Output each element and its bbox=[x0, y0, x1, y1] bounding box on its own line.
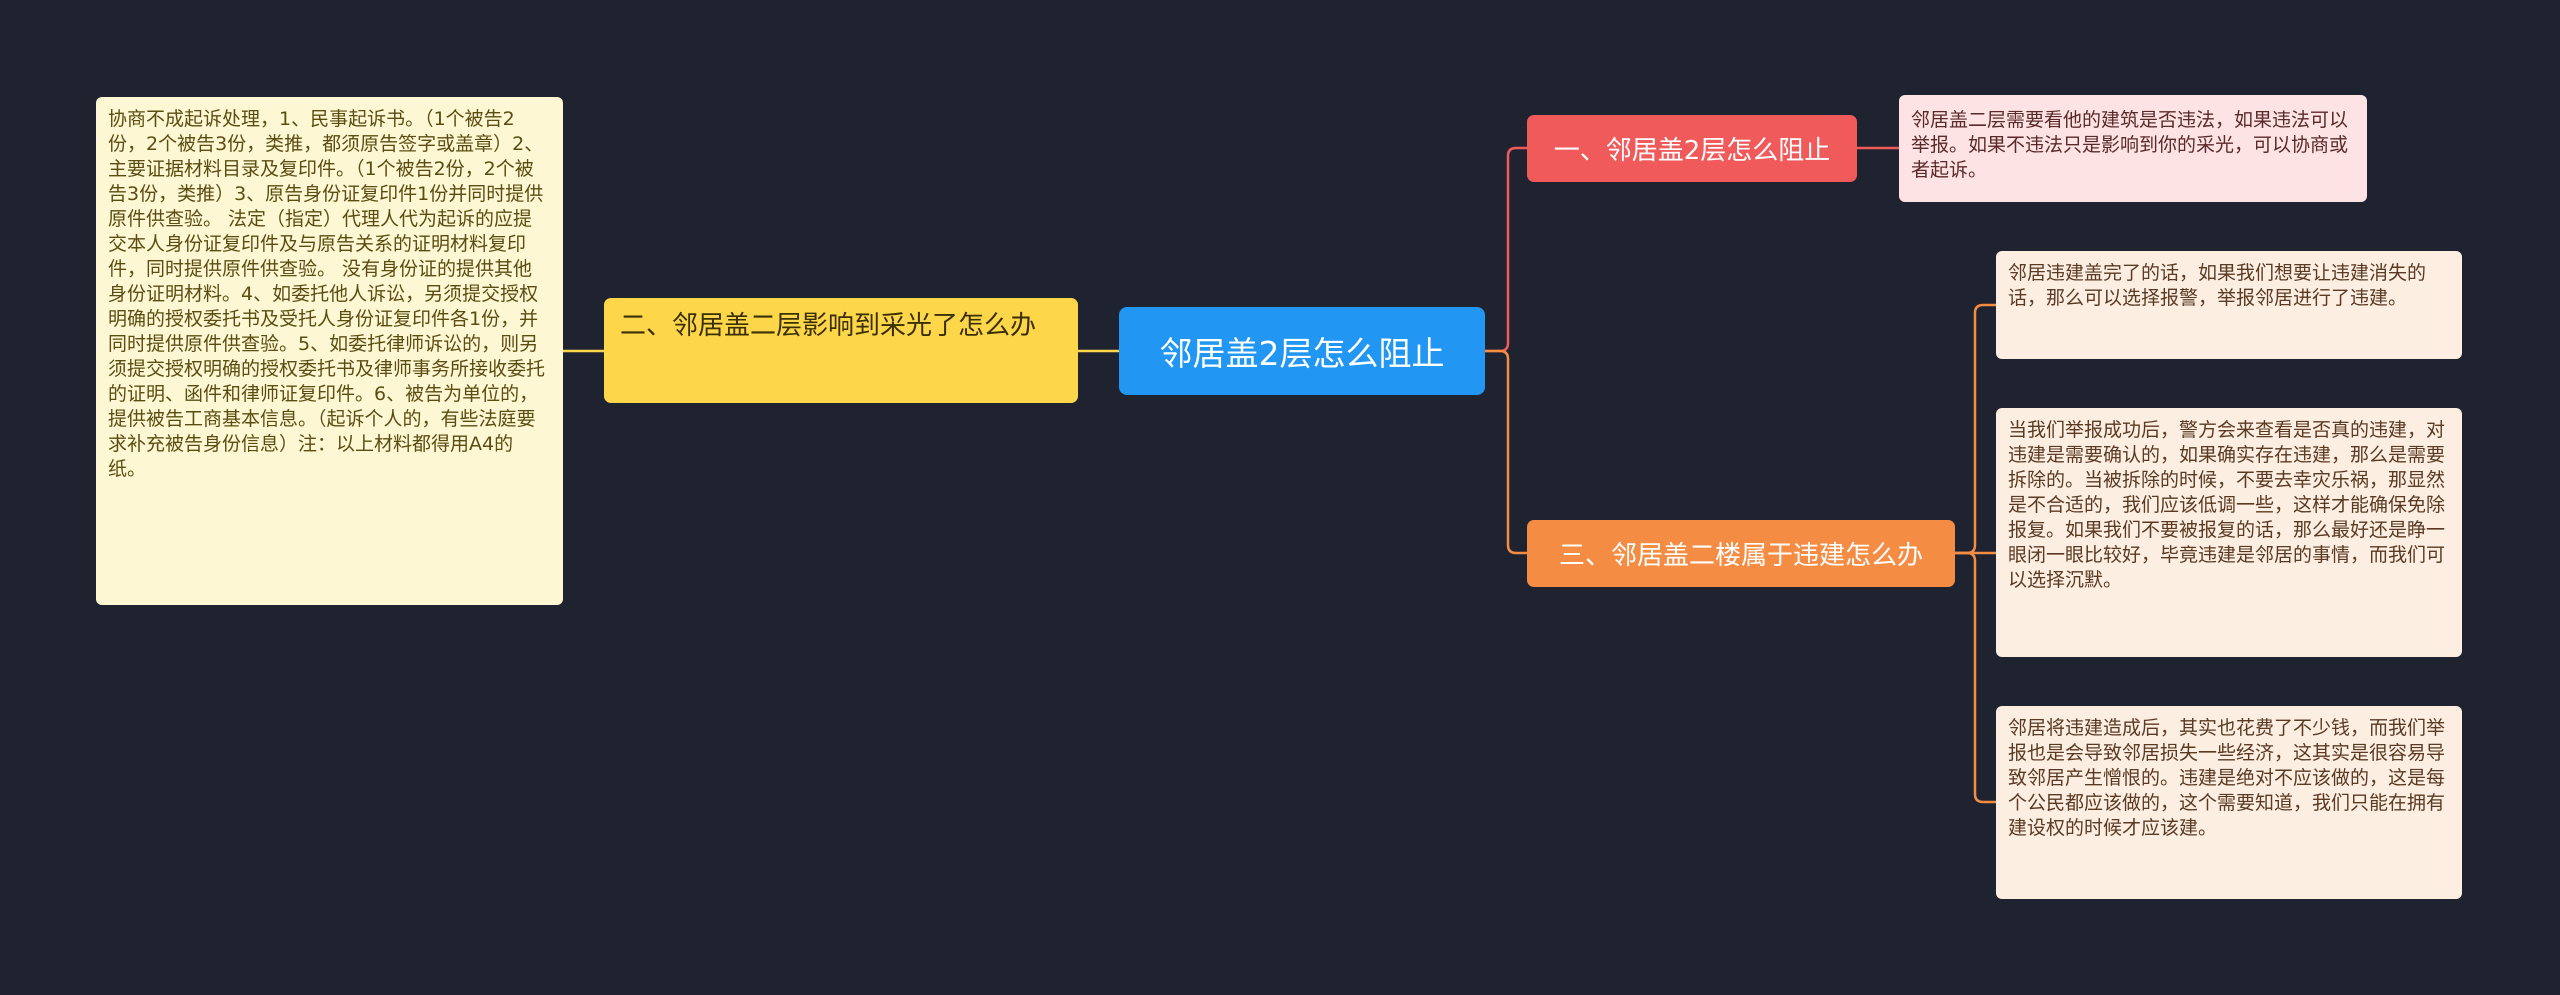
branch-3-leaf-2[interactable]: 当我们举报成功后，警方会来查看是否真的违建，对违建是需要确认的，如果确实存在违建… bbox=[1996, 408, 2462, 657]
branch-3-leaf-3[interactable]: 邻居将违建造成后，其实也花费了不少钱，而我们举报也是会导致邻居损失一些经济，这其… bbox=[1996, 706, 2462, 899]
leaf-text: 邻居盖二层需要看他的建筑是否违法，如果违法可以举报。如果不违法只是影响到你的采光… bbox=[1911, 109, 2349, 181]
leaf-text: 邻居将违建造成后，其实也花费了不少钱，而我们举报也是会导致邻居损失一些经济，这其… bbox=[2008, 717, 2446, 839]
branch-1-label: 一、邻居盖2层怎么阻止 bbox=[1553, 136, 1831, 166]
leaf-text: 邻居违建盖完了的话，如果我们想要让违建消失的话，那么可以选择报警，举报邻居进行了… bbox=[2008, 262, 2427, 309]
leaf-text: 当我们举报成功后，警方会来查看是否真的违建，对违建是需要确认的，如果确实存在违建… bbox=[2008, 419, 2446, 591]
branch-1-leaf-1[interactable]: 邻居盖二层需要看他的建筑是否违法，如果违法可以举报。如果不违法只是影响到你的采光… bbox=[1899, 95, 2367, 202]
branch-3-leaf-1[interactable]: 邻居违建盖完了的话，如果我们想要让违建消失的话，那么可以选择报警，举报邻居进行了… bbox=[1996, 251, 2462, 359]
branch-2-leaf-1[interactable]: 协商不成起诉处理，1、民事起诉书。（1个被告2份，2个被告3份，类推，都须原告签… bbox=[96, 97, 563, 605]
branch-1-node[interactable]: 一、邻居盖2层怎么阻止 bbox=[1527, 115, 1857, 182]
branch-3-node[interactable]: 三、邻居盖二楼属于违建怎么办 bbox=[1527, 520, 1955, 587]
link-branch3-leaf1 bbox=[1955, 303, 1996, 555]
central-topic-label: 邻居盖2层怎么阻止 bbox=[1159, 334, 1445, 373]
branch-2-label: 二、邻居盖二层影响到采光了怎么办 bbox=[620, 311, 1037, 341]
link-center-branch1 bbox=[1485, 146, 1527, 353]
central-topic[interactable]: 邻居盖2层怎么阻止 bbox=[1119, 307, 1485, 395]
link-branch3-leaf3 bbox=[1955, 551, 1996, 804]
leaf-text: 协商不成起诉处理，1、民事起诉书。（1个被告2份，2个被告3份，类推，都须原告签… bbox=[108, 108, 546, 480]
branch-2-node[interactable]: 二、邻居盖二层影响到采光了怎么办 bbox=[604, 298, 1078, 403]
branch-3-label: 三、邻居盖二楼属于违建怎么办 bbox=[1558, 541, 1923, 571]
link-center-branch3 bbox=[1485, 349, 1527, 555]
